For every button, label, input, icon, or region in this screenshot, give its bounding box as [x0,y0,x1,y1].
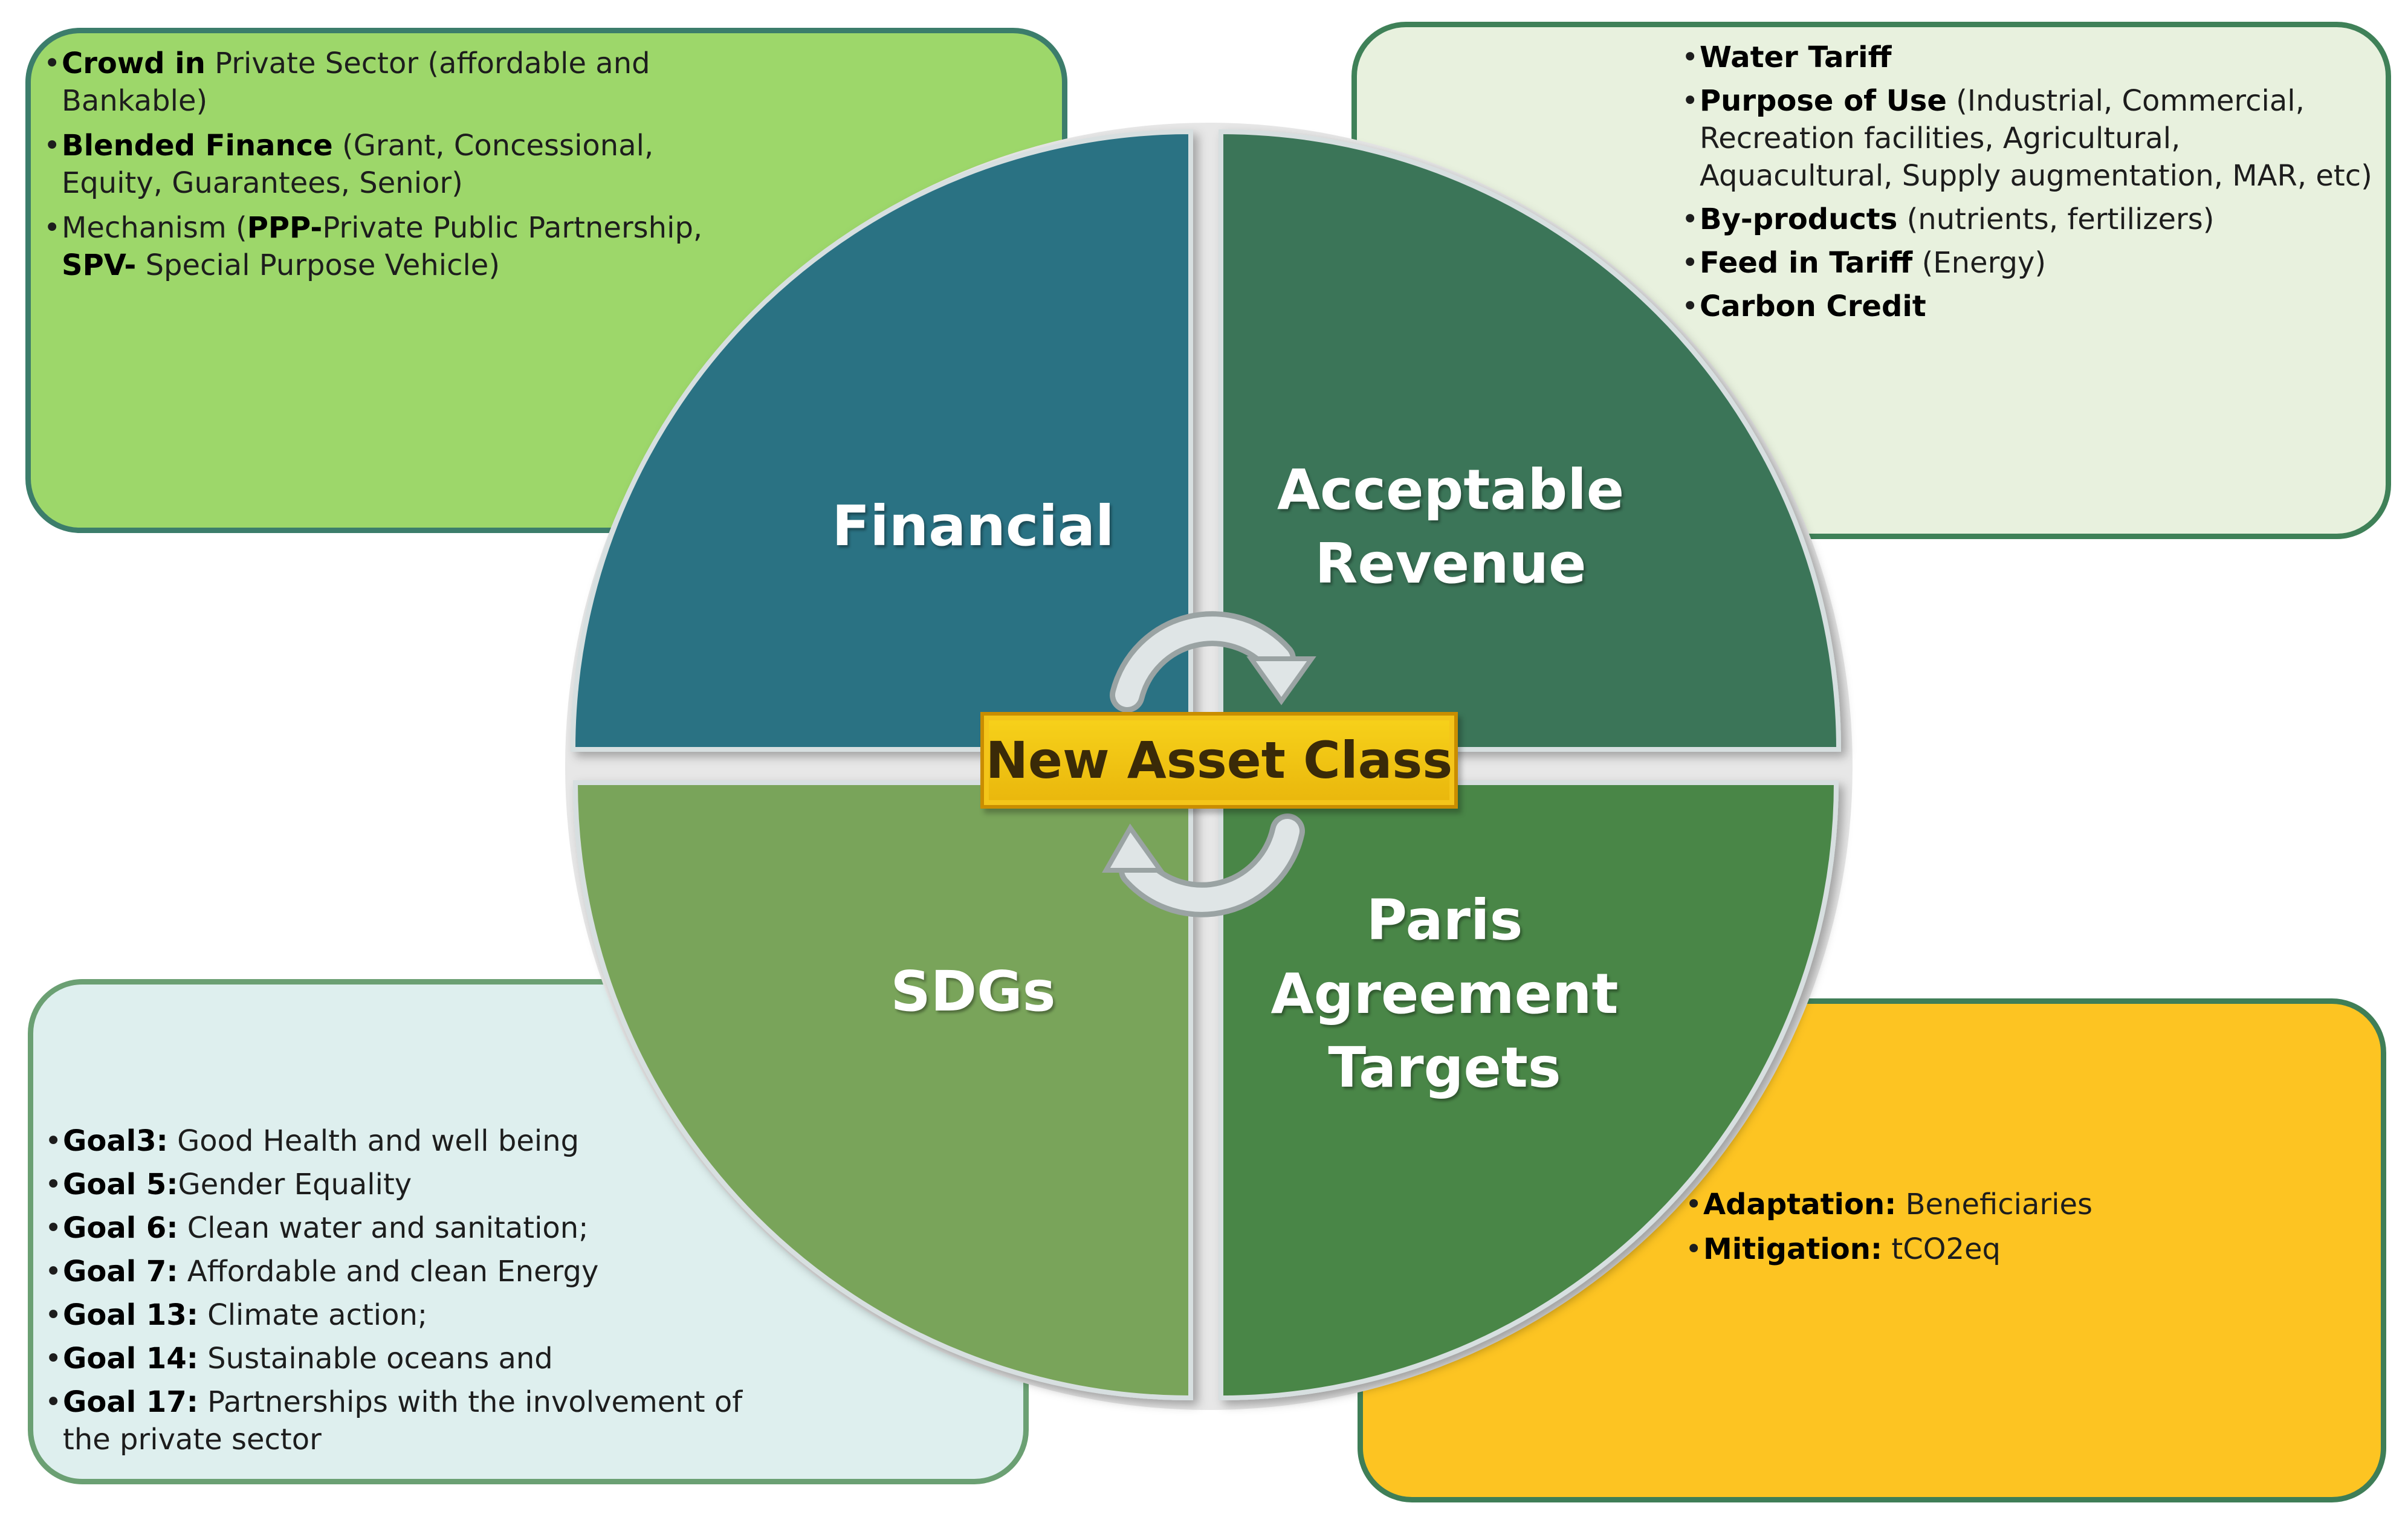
item-text: (Grant, Concessional, Equity, Guarantees… [62,129,654,200]
item-text: Good Health and well being [167,1124,580,1158]
list-item: Goal 7: Affordable and clean Energy [45,1253,788,1290]
quadrant-financial [570,129,1193,752]
item-text: Gender Equality [178,1168,412,1201]
list-item: Water Tariff [1681,39,2377,76]
financial-label-text: Financial [832,494,1115,558]
financial-label: Financial [816,490,1130,563]
item-bold: Mitigation: [1703,1232,1883,1266]
item-text: Private Public Partnership, [322,211,703,245]
list-item: By-products (nutrients, fertilizers) [1681,201,2377,238]
item-bold: Water Tariff [1700,40,1892,74]
new-asset-class-badge: New Asset Class [980,712,1458,809]
acceptable-revenue-label: Acceptable Revenue [1245,453,1656,601]
item-bold: SPV- [62,248,137,282]
list-item: Blended Finance (Grant, Concessional, Eq… [44,127,757,202]
item-text: (Industrial, Commercial, Recreation faci… [1700,84,2372,193]
list-item: Carbon Credit [1681,288,2377,325]
item-bold: Goal 5: [63,1168,178,1201]
sdgs-label-text: SDGs [890,959,1056,1024]
sdgs-label: SDGs [840,955,1106,1029]
paris-details-list: Adaptation: Beneficiaries Mitigation: tC… [1685,1186,2290,1275]
item-text: Clean water and sanitation; [178,1211,589,1245]
item-bold: Feed in Tariff [1700,246,1913,280]
list-item: Goal 14: Sustainable oceans and [45,1340,788,1377]
item-text: Private Sector (affordable and Bankable) [62,47,650,118]
new-asset-class-text: New Asset Class [985,731,1453,790]
list-item: Goal3: Good Health and well being [45,1122,788,1160]
quadrant-acceptable-revenue [1219,129,1842,752]
item-bold: Goal 6: [63,1211,178,1245]
revenue-label-line1: Acceptable [1277,458,1625,522]
quadrant-paris [1219,780,1839,1401]
item-text: Special Purpose Vehicle) [136,248,500,282]
list-item: Goal 6: Clean water and sanitation; [45,1209,788,1247]
item-bold: Goal 14: [63,1342,198,1376]
item-bold: Goal3: [63,1124,168,1158]
item-bold: Goal 7: [63,1255,178,1289]
item-bold: PPP- [247,211,323,245]
item-text: Climate action; [198,1298,428,1332]
paris-label-line3: Targets [1328,1035,1561,1100]
list-item: Goal 5:Gender Equality [45,1166,788,1203]
revenue-details-list: Water Tariff Purpose of Use (Industrial,… [1681,39,2377,331]
item-bold: Crowd in [62,47,206,80]
item-text: Sustainable oceans and [198,1342,553,1376]
item-bold: Adaptation: [1703,1188,1897,1221]
paris-agreement-label: Paris Agreement Targets [1233,884,1656,1105]
paris-label-line1: Paris [1366,888,1523,952]
sdgs-details-list: Goal3: Good Health and well being Goal 5… [45,1122,788,1464]
item-bold: Blended Finance [62,129,333,163]
revenue-label-line2: Revenue [1315,531,1587,596]
item-text: Partnerships with the involvement of the… [63,1385,743,1457]
item-text: Beneficiaries [1896,1188,2092,1221]
paris-label-line2: Agreement [1270,962,1619,1026]
item-bold: Purpose of Use [1700,84,1947,118]
list-item: Crowd in Private Sector (affordable and … [44,45,757,120]
item-text: Mechanism ( [62,211,247,245]
item-text: (Energy) [1912,246,2047,280]
item-bold: By-products [1700,202,1898,236]
list-item: Goal 13: Climate action; [45,1296,788,1334]
list-item: Adaptation: Beneficiaries [1685,1186,2290,1223]
item-text: Affordable and clean Energy [178,1255,599,1289]
cycle-arrows-icon [1102,611,1316,917]
list-item: Purpose of Use (Industrial, Commercial, … [1681,82,2377,195]
list-item: Goal 17: Partnerships with the involveme… [45,1383,788,1458]
financial-details-list: Crowd in Private Sector (affordable and … [44,45,757,291]
list-item: Mitigation: tCO2eq [1685,1230,2290,1268]
item-bold: Goal 13: [63,1298,198,1332]
list-item: Mechanism (PPP-Private Public Partnershi… [44,209,757,284]
item-text: (nutrients, fertilizers) [1897,202,2215,236]
item-text: tCO2eq [1882,1232,2001,1266]
quadrant-sdgs [572,780,1193,1401]
item-bold: Carbon Credit [1700,289,1926,323]
item-bold: Goal 17: [63,1385,198,1419]
list-item: Feed in Tariff (Energy) [1681,244,2377,282]
